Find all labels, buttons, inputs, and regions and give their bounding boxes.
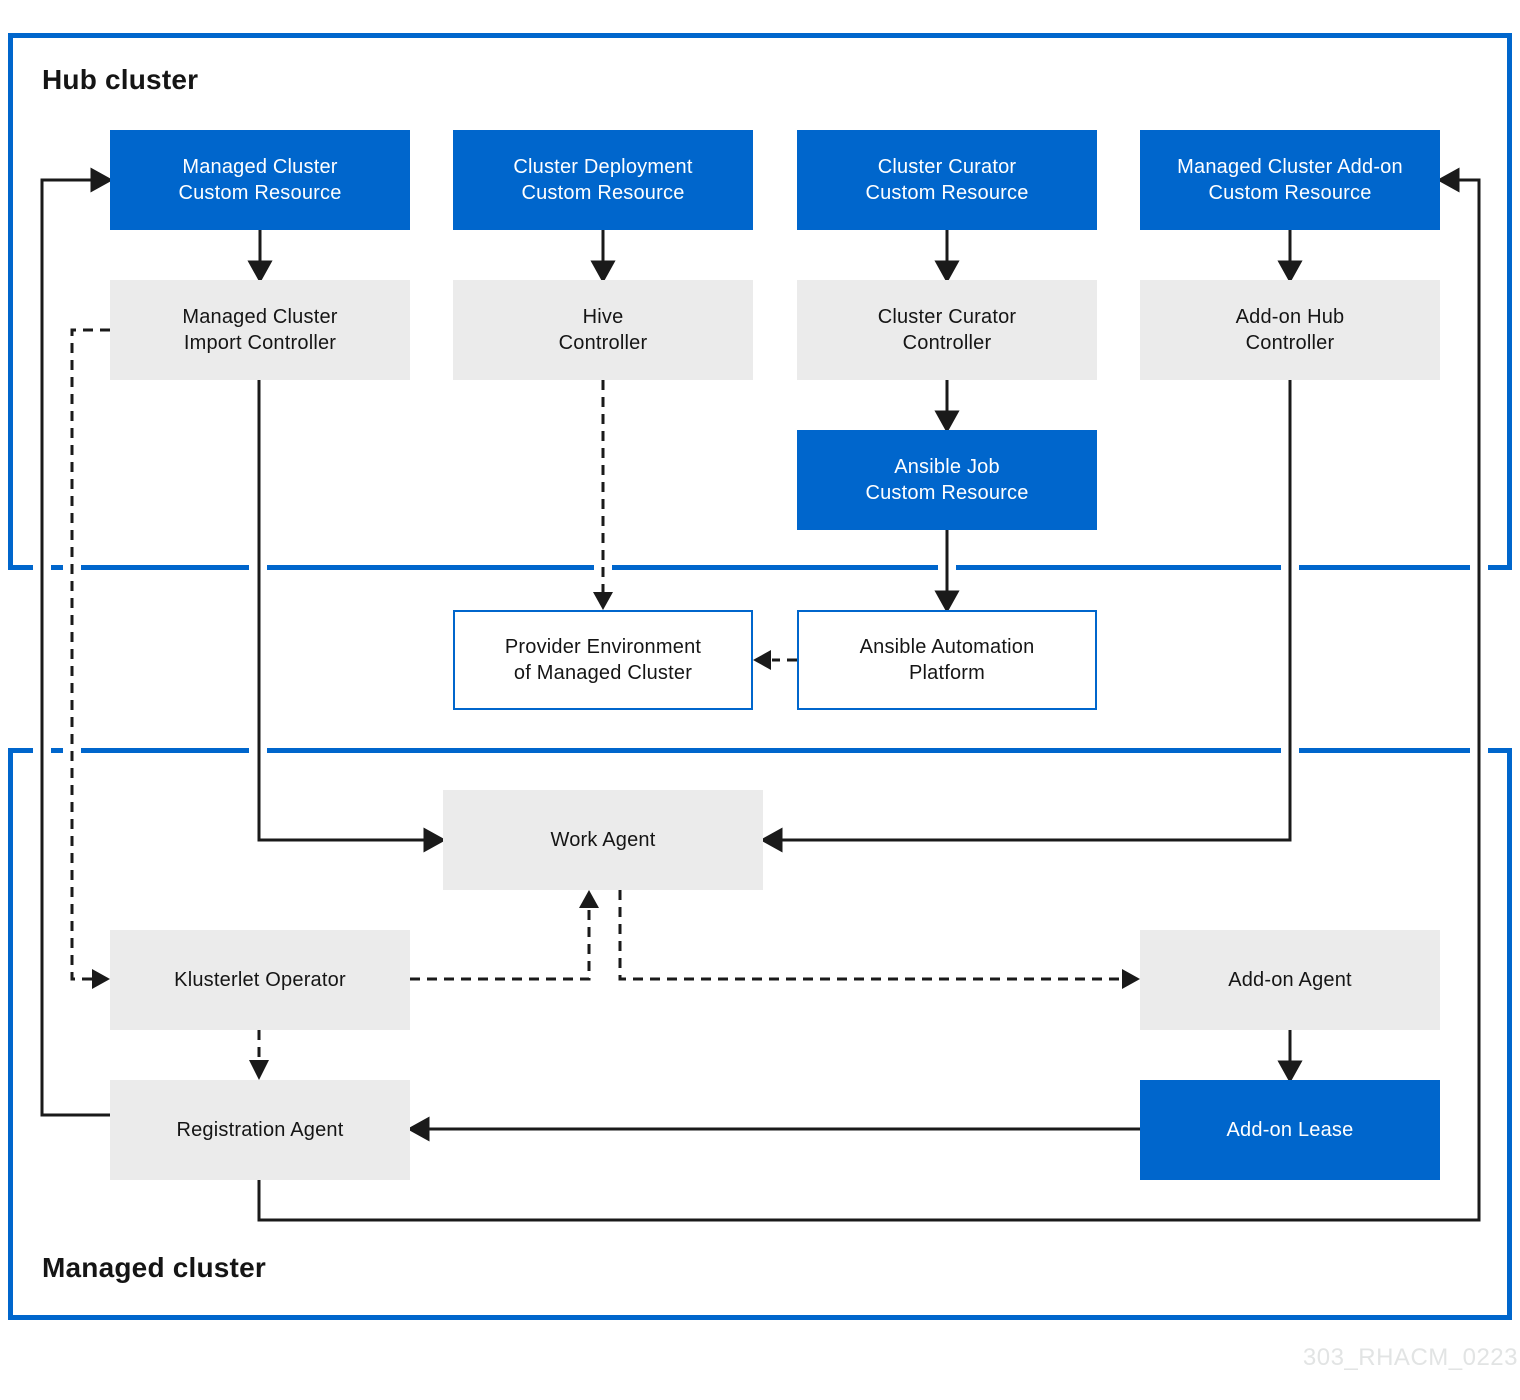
node-label: Hive Controller: [558, 305, 648, 354]
node-addon-agent: Add-on Agent: [1140, 930, 1440, 1030]
node-ansible-automation-platform: Ansible Automation Platform: [797, 610, 1097, 710]
node-addon-hub-controller: Add-on Hub Controller: [1140, 280, 1440, 380]
node-label: Work Agent: [550, 828, 656, 851]
node-provider-environment: Provider Environment of Managed Cluster: [453, 610, 753, 710]
node-label: Cluster Deployment Custom Resource: [513, 155, 693, 204]
node-addon-lease: Add-on Lease: [1140, 1080, 1440, 1180]
node-label: Klusterlet Operator: [174, 968, 346, 991]
node-label: Registration Agent: [176, 1118, 344, 1141]
node-ansible-job-custom-resource: Ansible Job Custom Resource: [797, 430, 1097, 530]
node-label: Managed Cluster Custom Resource: [178, 155, 342, 204]
node-label: Cluster Curator Controller: [877, 305, 1017, 354]
node-label: Ansible Automation Platform: [859, 635, 1035, 684]
node-work-agent: Work Agent: [443, 790, 763, 890]
node-managed-cluster-custom-resource: Managed Cluster Custom Resource: [110, 130, 410, 230]
node-label: Add-on Agent: [1228, 968, 1352, 991]
node-cluster-deployment-custom-resource: Cluster Deployment Custom Resource: [453, 130, 753, 230]
node-label: Managed Cluster Import Controller: [182, 305, 338, 354]
node-managed-cluster-addon-custom-resource: Managed Cluster Add-on Custom Resource: [1140, 130, 1440, 230]
node-label: Managed Cluster Add-on Custom Resource: [1177, 155, 1403, 204]
node-label: Add-on Lease: [1226, 1118, 1354, 1141]
managed-cluster-title: Managed cluster: [42, 1252, 266, 1283]
node-label: Provider Environment of Managed Cluster: [504, 635, 702, 684]
node-hive-controller: Hive Controller: [453, 280, 753, 380]
watermark-text: 303_RHACM_0223: [1302, 1344, 1518, 1371]
node-cluster-curator-custom-resource: Cluster Curator Custom Resource: [797, 130, 1097, 230]
node-registration-agent: Registration Agent: [110, 1080, 410, 1180]
node-cluster-curator-controller: Cluster Curator Controller: [797, 280, 1097, 380]
hub-cluster-title: Hub cluster: [42, 64, 199, 95]
node-label: Ansible Job Custom Resource: [865, 455, 1029, 504]
node-label: Add-on Hub Controller: [1235, 305, 1345, 354]
node-label: Cluster Curator Custom Resource: [865, 155, 1029, 204]
dashed-arrow-automation-platform-to-provider-environment: [753, 650, 797, 670]
node-managed-cluster-import-controller: Managed Cluster Import Controller: [110, 280, 410, 380]
border-gaps: [33, 561, 1488, 759]
node-klusterlet-operator: Klusterlet Operator: [110, 930, 410, 1030]
